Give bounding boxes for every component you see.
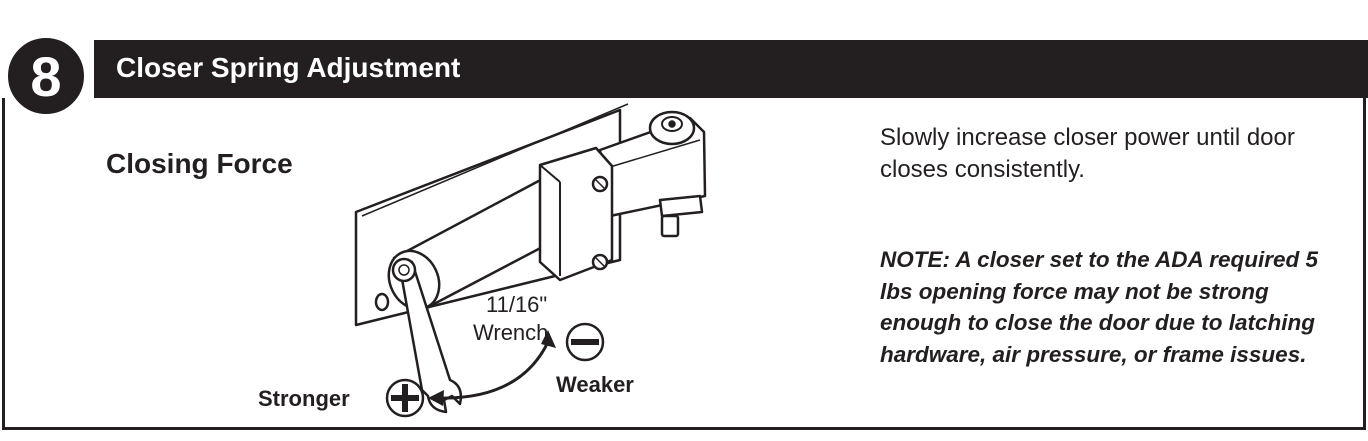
- plus-circle-icon: [385, 378, 425, 418]
- stronger-label: Stronger: [258, 386, 350, 411]
- frame-left-border: [2, 98, 5, 429]
- wrench-size-label: 11/16": [486, 292, 548, 317]
- weaker-label: Weaker: [556, 372, 634, 397]
- instruction-text: Slowly increase closer power until door …: [880, 124, 1295, 183]
- wrench-label: Wrench: [473, 320, 549, 345]
- note-text: NOTE: A closer set to the ADA required 5…: [880, 247, 1318, 367]
- header-bracket-divider: [82, 40, 94, 98]
- step-number-badge: 8: [4, 34, 88, 118]
- door-closer-illustration: [354, 103, 707, 418]
- illustration-heading: Closing Force: [106, 148, 293, 179]
- curved-double-arrow-icon: [437, 341, 550, 400]
- step-number: 8: [30, 44, 62, 108]
- section-header-bar: [94, 40, 1368, 98]
- minus-circle-icon: [565, 322, 605, 362]
- frame-bottom-border: [2, 427, 1366, 430]
- frame-right-border: [1363, 98, 1366, 429]
- section-title: Closer Spring Adjustment: [116, 52, 461, 83]
